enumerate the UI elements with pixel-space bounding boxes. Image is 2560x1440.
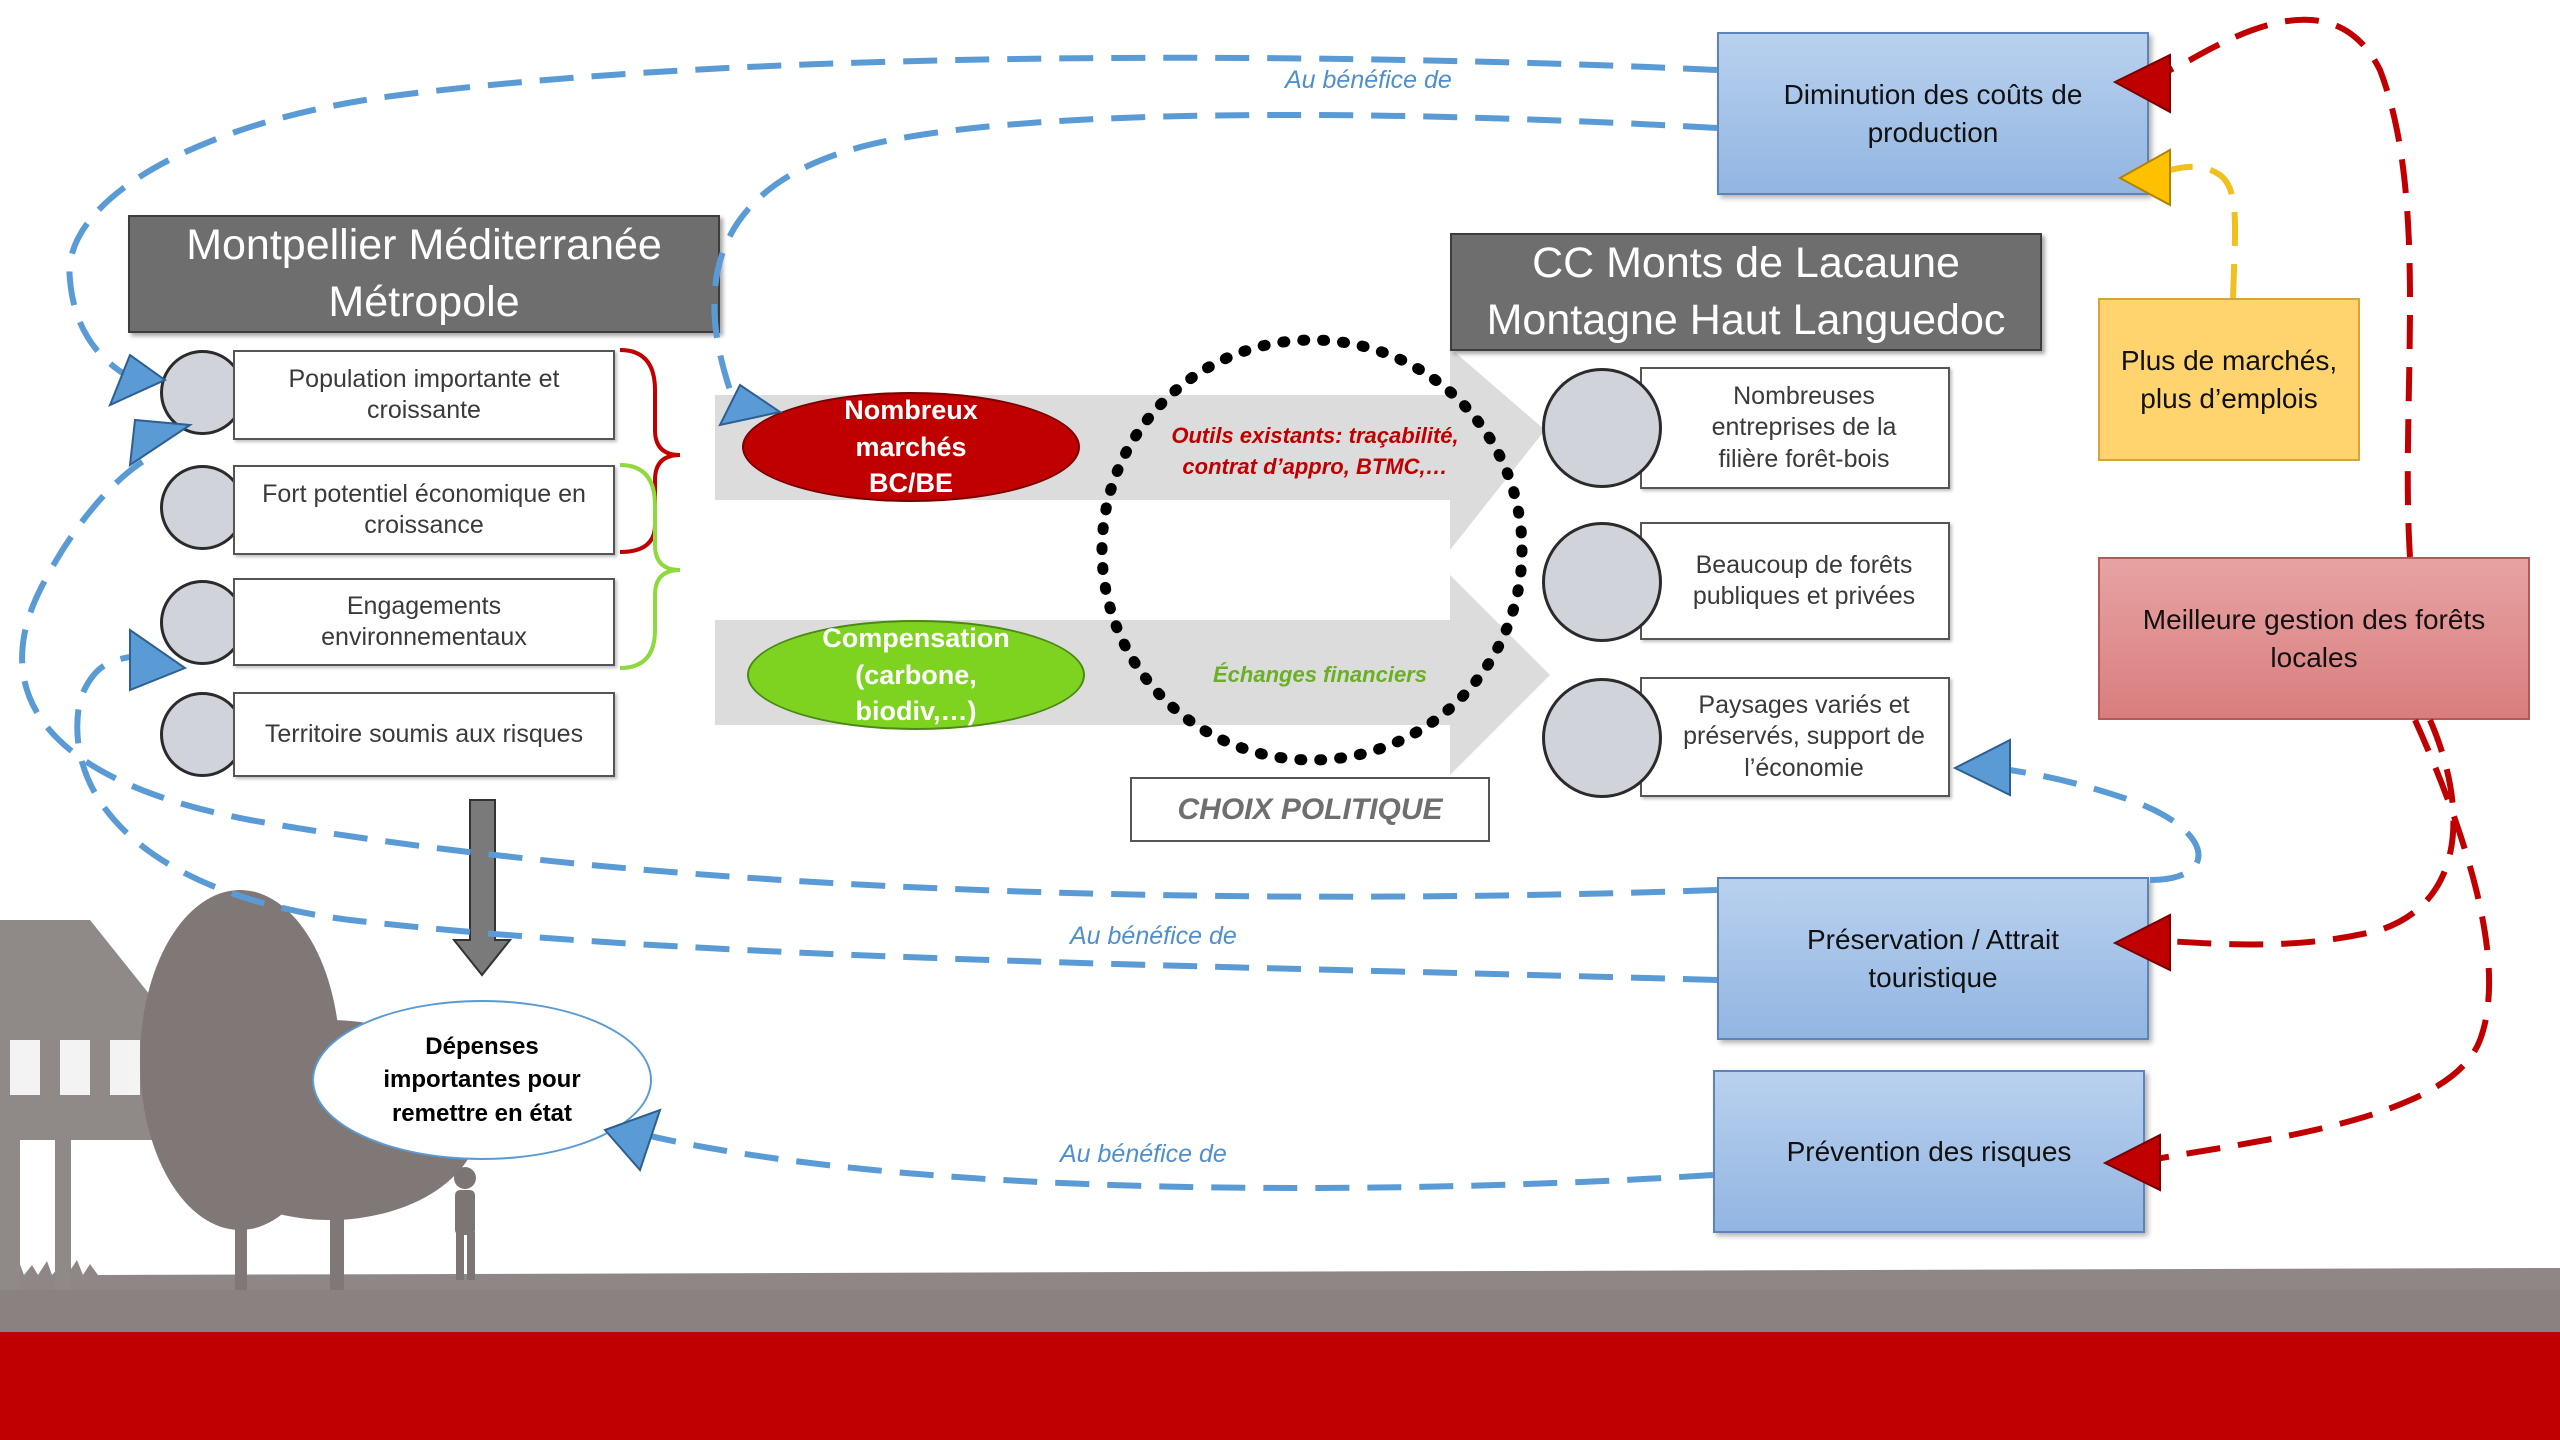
tourism-box-text: Préservation / Attrait touristique [1806, 923, 2060, 993]
spending-ellipse-text: Dépenses importantes pour remettre en ét… [383, 1032, 581, 1127]
costs-box: Diminution des coûts de production [1717, 32, 2149, 195]
dotted-circle [1096, 334, 1528, 766]
left-item-3-label: Engagements environnementaux [321, 591, 527, 651]
red-dash-top [2148, 16, 2413, 558]
blue-dash-top-outer [66, 54, 1718, 388]
left-title-text: Montpellier Méditerranée Métropole [186, 221, 662, 326]
compensation-oval: Compensation (carbone, biodiv,…) [747, 620, 1085, 730]
benefit-label-bottom: Au bénéfice de [1060, 1140, 1227, 1168]
tools-text: Outils existants: traçabilité, contrat d… [1150, 418, 1480, 486]
arrowhead-right-item-3 [1952, 738, 2011, 797]
right-item-3: Paysages variés et préservés, support de… [1640, 677, 1950, 797]
market-oval: Nombreux marchés BC/BE [742, 392, 1080, 502]
arrowhead-market [718, 383, 783, 427]
blue-dash-bottom [624, 1127, 1714, 1192]
arrowhead-left-item-3 [129, 628, 188, 692]
arrowhead-costs [2112, 53, 2171, 114]
arrowhead-left-item-2 [128, 418, 193, 468]
benefit-label-top: Au bénéfice de [1285, 66, 1452, 94]
exchanges-text-value: Échanges financiers [1213, 662, 1427, 687]
forest-management-box: Meilleure gestion des forêts locales [2098, 557, 2530, 720]
blue-dash-top-inner [711, 111, 1718, 391]
right-circle-3 [1542, 678, 1662, 798]
right-title: CC Monts de Lacaune Montagne Haut Langue… [1450, 233, 2042, 351]
spending-ellipse: Dépenses importantes pour remettre en ét… [312, 1000, 652, 1160]
left-circle-1 [160, 350, 245, 435]
markets-jobs-box-text: Plus de marchés, plus d’emplois [2120, 344, 2338, 414]
red-dash-tourism [2149, 718, 2457, 948]
left-item-1: Population importante et croissante [233, 350, 615, 440]
right-item-3-label: Paysages variés et préservés, support de… [1683, 691, 1925, 782]
arrowhead-tourism [2112, 913, 2171, 972]
arrowhead-risk [2102, 1133, 2161, 1192]
yellow-dash [2169, 163, 2239, 299]
left-item-4-label: Territoire soumis aux risques [264, 719, 584, 748]
left-title: Montpellier Méditerranée Métropole [128, 215, 720, 333]
right-circle-2 [1542, 522, 1662, 642]
left-item-2: Fort potentiel économique en croissance [233, 465, 615, 555]
blue-dash-middle-outer [19, 452, 1718, 900]
right-title-text: CC Monts de Lacaune Montagne Haut Langue… [1486, 239, 2006, 344]
left-item-3: Engagements environnementaux [233, 578, 615, 666]
left-circle-3 [160, 580, 245, 665]
red-dash-risk [2149, 718, 2493, 1163]
choice-box-text: CHOIX POLITIQUE [1177, 792, 1443, 826]
right-circle-1 [1542, 368, 1662, 488]
footer-band [0, 1332, 2560, 1440]
left-item-1-label: Population importante et croissante [288, 364, 560, 424]
exchanges-text: Échanges financiers [1190, 655, 1450, 695]
blue-dash-middle-inner [74, 652, 1718, 983]
forest-management-box-text: Meilleure gestion des forêts locales [2142, 603, 2486, 673]
risk-prevention-box-text: Prévention des risques [1786, 1135, 2072, 1167]
tourism-box: Préservation / Attrait touristique [1717, 877, 2149, 1040]
costs-box-text: Diminution des coûts de production [1783, 78, 2083, 148]
left-item-4: Territoire soumis aux risques [233, 692, 615, 777]
arrowhead-left-item-1 [108, 353, 167, 407]
market-oval-text: Nombreux marchés BC/BE [844, 395, 978, 499]
risk-prevention-box: Prévention des risques [1713, 1070, 2145, 1233]
blue-dash-tourism-right [2009, 767, 2202, 883]
arrowhead-yellow [2117, 148, 2171, 207]
compensation-oval-text: Compensation (carbone, biodiv,…) [822, 623, 1010, 727]
brace-green [619, 463, 681, 670]
down-arrow [451, 799, 513, 977]
right-item-1-label: Nombreuses entreprises de la filière for… [1711, 382, 1897, 473]
markets-jobs-box: Plus de marchés, plus d’emplois [2098, 298, 2360, 461]
left-circle-4 [160, 692, 245, 777]
tools-text-value: Outils existants: traçabilité, contrat d… [1171, 423, 1459, 479]
left-item-2-label: Fort potentiel économique en croissance [262, 479, 586, 539]
right-item-2-label: Beaucoup de forêts publiques et privées [1692, 550, 1916, 610]
benefit-label-middle: Au bénéfice de [1070, 922, 1237, 950]
right-item-2: Beaucoup de forêts publiques et privées [1640, 522, 1950, 640]
choice-box: CHOIX POLITIQUE [1130, 777, 1490, 842]
arrowhead-spending [603, 1108, 662, 1172]
